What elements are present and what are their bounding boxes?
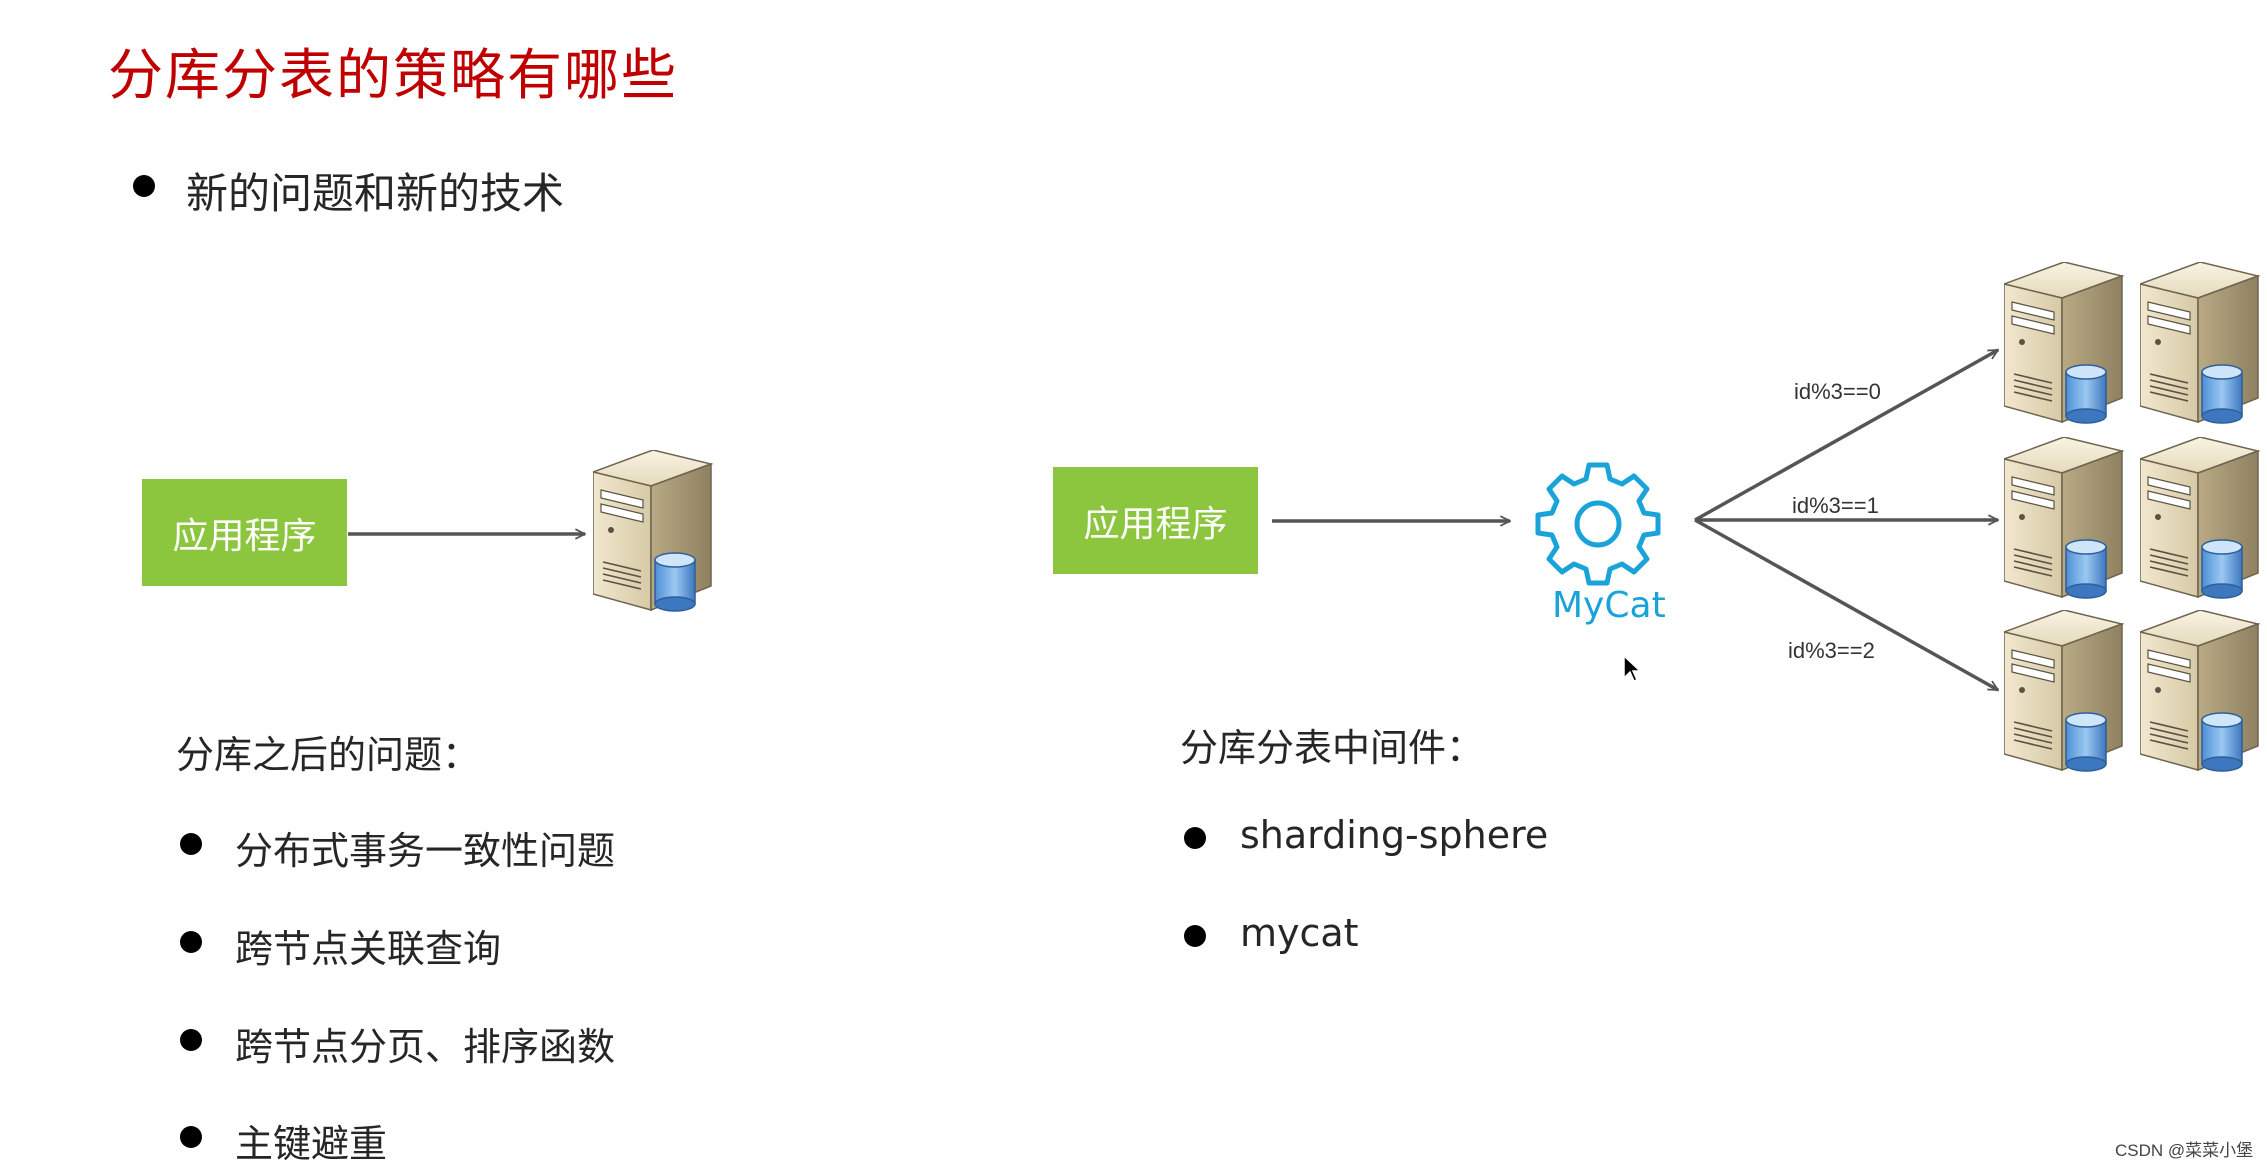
server-with-database-icon	[593, 450, 712, 612]
bullet-dot	[1184, 827, 1206, 849]
left-section-heading: 分库之后的问题：	[176, 733, 481, 777]
bullet-dot	[180, 833, 202, 855]
bullet-dot	[133, 175, 155, 197]
bullet-dot	[180, 931, 202, 953]
problem-item: 分布式事务一致性问题	[235, 829, 616, 873]
problem-item: 跨节点分页、排序函数	[235, 1025, 616, 1069]
right-app-box: 应用程序	[1053, 467, 1258, 574]
watermark: CSDN @菜菜小堡	[2115, 1141, 2254, 1160]
route-label-0: id%3==0	[1794, 379, 1881, 404]
main-bullet-text: 新的问题和新的技术	[186, 169, 565, 218]
middleware-item: sharding-sphere	[1240, 813, 1549, 857]
gear-icon	[1535, 462, 1661, 586]
server-with-database-icon	[2140, 610, 2259, 772]
mouse-cursor-icon	[1623, 654, 1642, 682]
server-with-database-icon	[2004, 610, 2123, 772]
page-title: 分库分表的策略有哪些	[108, 43, 679, 107]
server-with-database-icon	[2004, 437, 2123, 599]
mycat-label: MyCat	[1552, 585, 1666, 626]
server-with-database-icon	[2004, 262, 2123, 424]
bullet-dot	[180, 1029, 202, 1051]
bullet-dot	[1184, 925, 1206, 947]
route-arrow-0	[1694, 348, 1998, 522]
route-label-1: id%3==1	[1792, 493, 1879, 518]
route-arrow-2	[1694, 518, 1998, 692]
server-with-database-icon	[2140, 437, 2259, 599]
server-with-database-icon	[2140, 262, 2259, 424]
problem-item: 跨节点关联查询	[235, 927, 502, 971]
bullet-dot	[180, 1126, 202, 1148]
problem-item: 主键避重	[235, 1122, 388, 1166]
middleware-item: mycat	[1240, 911, 1359, 955]
left-app-box: 应用程序	[142, 479, 347, 586]
route-label-2: id%3==2	[1788, 638, 1875, 663]
right-section-heading: 分库分表中间件：	[1180, 726, 1485, 770]
